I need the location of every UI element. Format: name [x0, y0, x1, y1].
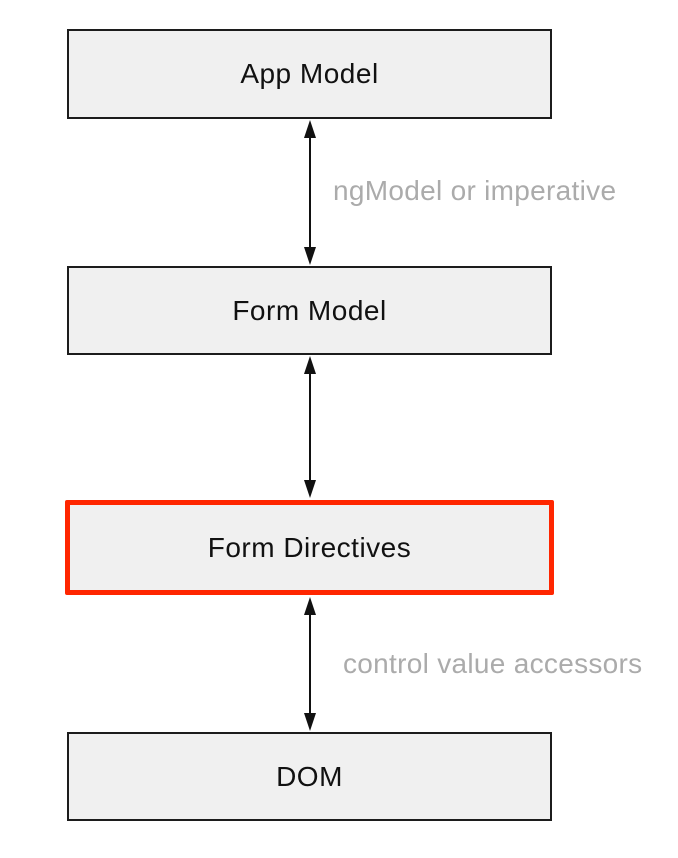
- arrowhead-up-icon: [304, 356, 316, 374]
- node-form-model: Form Model: [67, 266, 552, 355]
- node-form-model-label: Form Model: [232, 294, 387, 326]
- arrow-shaft: [308, 138, 312, 247]
- edge-label-control-value-accessors: control value accessors: [343, 648, 643, 679]
- arrowhead-down-icon: [304, 247, 316, 265]
- arrowhead-down-icon: [304, 480, 316, 498]
- arrow-shaft: [308, 615, 312, 713]
- node-dom: DOM: [67, 732, 552, 821]
- arrowhead-up-icon: [304, 597, 316, 615]
- bidirectional-arrow-form-directives: [304, 356, 316, 498]
- bidirectional-arrow-app-form: [304, 120, 316, 265]
- arrowhead-down-icon: [304, 713, 316, 731]
- arrow-shaft: [308, 374, 312, 480]
- node-app-model-label: App Model: [240, 58, 379, 89]
- node-form-directives-highlighted: Form Directives: [65, 500, 554, 595]
- node-app-model: App Model: [67, 29, 552, 119]
- node-dom-label: DOM: [276, 760, 343, 792]
- bidirectional-arrow-directives-dom: [304, 597, 316, 731]
- node-form-directives-label: Form Directives: [207, 531, 412, 563]
- edge-label-ngmodel: ngModel or imperative: [333, 175, 617, 206]
- arrowhead-up-icon: [304, 120, 316, 138]
